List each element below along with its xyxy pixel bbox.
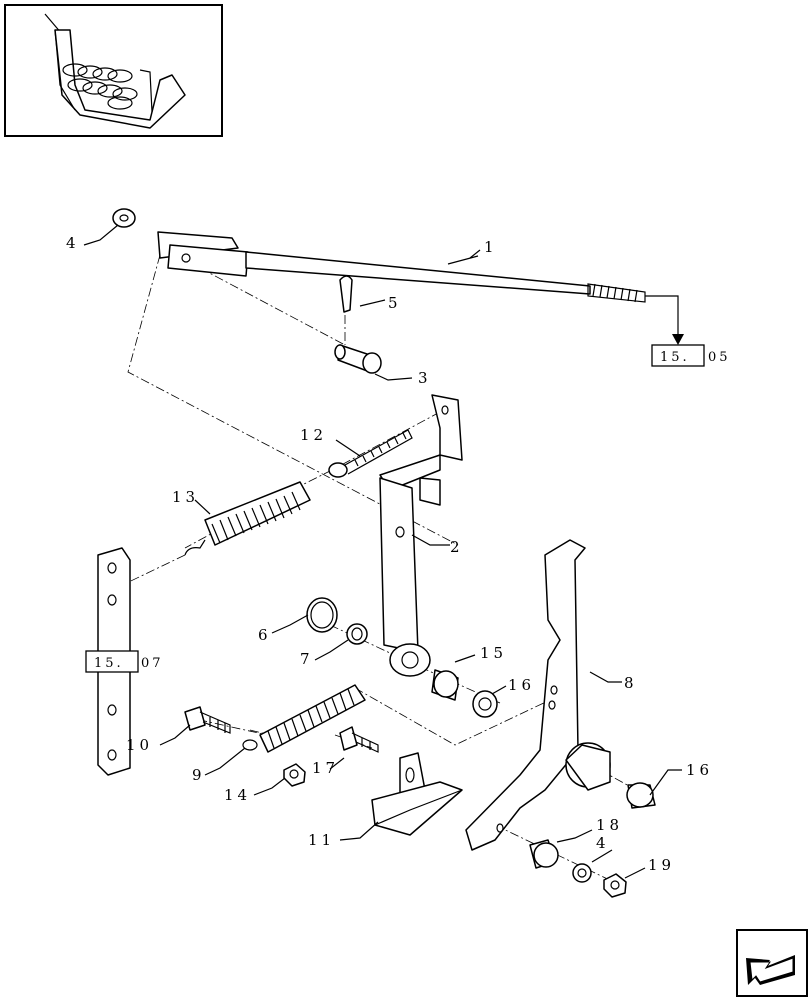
callout-7: 7 (300, 650, 314, 668)
part-15-bushing (431, 669, 459, 701)
callout-leaders (83, 224, 682, 879)
part-6-snap-ring (306, 597, 338, 633)
part-16-bushing-upper (472, 690, 498, 718)
part-12-eyebolt (328, 429, 413, 478)
rod-thread (587, 283, 646, 303)
part-4-washer-upper (112, 208, 136, 228)
part-9-spring (242, 684, 366, 753)
callout-16-lower: 16 (686, 761, 713, 779)
callout-11: 11 (308, 831, 335, 849)
reference-15-05-suffix: 05 (708, 350, 731, 365)
part-16-bushing-lower (626, 782, 656, 809)
callout-labels: 1 2 3 4 4 5 6 7 8 9 10 11 12 13 14 15 16… (66, 234, 713, 874)
part-7-washer (346, 623, 368, 645)
part-17-bolt (339, 726, 379, 753)
callout-19: 19 (648, 856, 675, 874)
part-13-spring (184, 481, 311, 556)
reference-15-05[interactable]: 15. 05 (651, 344, 731, 367)
part-5-cotter-pin (339, 275, 353, 313)
part-18-bushing (529, 839, 559, 869)
callout-8: 8 (624, 674, 638, 692)
part-11-wear-block (371, 752, 463, 836)
callout-12: 12 (300, 426, 327, 444)
callout-5: 5 (388, 294, 402, 312)
reference-15-07-boxed: 15. (94, 656, 124, 671)
callout-6: 6 (258, 626, 272, 644)
callout-16-upper: 16 (508, 676, 535, 694)
callout-15: 15 (480, 644, 507, 662)
part-14-nut (283, 763, 306, 787)
part-1-control-rod (157, 231, 684, 345)
previous-page-arrow-icon[interactable] (736, 929, 808, 997)
callout-1: 1 (484, 238, 498, 256)
part-8-bracket (465, 539, 611, 851)
baler-pickup-thumbnail-icon[interactable] (4, 4, 223, 137)
part-19-nut (603, 873, 627, 898)
part-2-lever (379, 394, 463, 677)
reference-15-07[interactable]: 15. 07 (85, 650, 164, 673)
part-10-bolt (184, 706, 231, 734)
callout-3: 3 (418, 369, 432, 387)
callout-4-lower: 4 (596, 834, 610, 852)
reference-15-07-suffix: 07 (141, 656, 164, 671)
callout-13: 13 (172, 488, 199, 506)
callout-10: 10 (126, 736, 153, 754)
callout-2: 2 (450, 538, 464, 556)
callout-9: 9 (192, 766, 206, 784)
reference-15-05-boxed: 15. (660, 350, 690, 365)
callout-14: 14 (224, 786, 251, 804)
callout-4-upper: 4 (66, 234, 80, 252)
callout-17: 17 (312, 759, 339, 777)
part-3-clevis-pin (334, 344, 382, 374)
callout-18: 18 (596, 816, 623, 834)
part-4-washer-lower (572, 863, 592, 883)
